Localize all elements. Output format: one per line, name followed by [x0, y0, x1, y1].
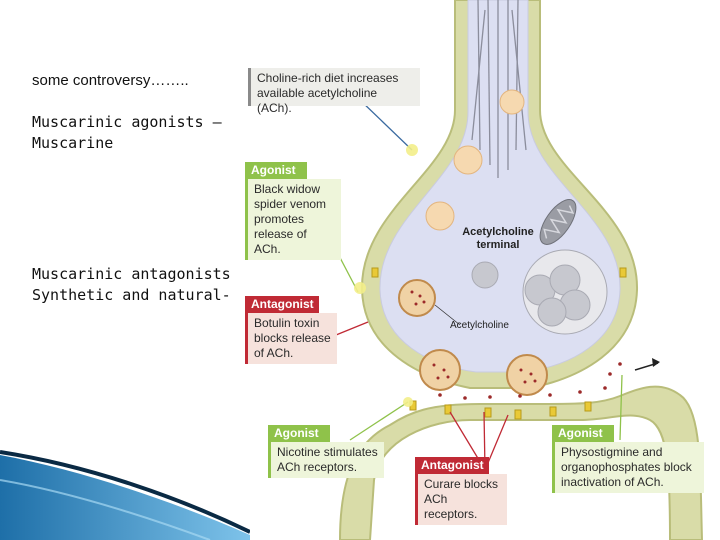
callout-line: inactivation of ACh.	[561, 475, 664, 489]
callout-black-widow: Agonist Black widow spider venom promote…	[245, 162, 341, 260]
callout-tag: Agonist	[268, 425, 330, 442]
callout-line: promotes	[254, 212, 305, 226]
diet-line-1: Choline-rich diet increases	[257, 71, 399, 85]
antagonists-line-2: Synthetic and natural-	[32, 286, 231, 304]
antagonists-line-1: Muscarinic antagonists	[32, 265, 231, 283]
diet-callout: Choline-rich diet increases available ac…	[248, 68, 420, 115]
callout-line: Curare blocks	[424, 477, 499, 491]
callout-line: of ACh.	[254, 346, 294, 360]
diet-line-2: available acetylcholine (ACh).	[257, 86, 378, 115]
callout-nicotine: Agonist Nicotine stimulates ACh receptor…	[268, 425, 384, 478]
callout-tag: Antagonist	[245, 296, 319, 313]
callout-body: Black widow spider venom promotes releas…	[245, 179, 341, 260]
mitochondrion	[539, 199, 577, 245]
callout-curare: Antagonist Curare blocks ACh receptors.	[415, 457, 507, 525]
corner-swoosh-decoration	[0, 450, 250, 540]
callout-body: Botulin toxin blocks release of ACh.	[245, 313, 337, 364]
callout-line: ACh receptors.	[424, 492, 478, 521]
callout-body: Nicotine stimulates ACh receptors.	[268, 442, 384, 478]
callout-body: Curare blocks ACh receptors.	[415, 474, 507, 525]
callout-physostigmine: Agonist Physostigmine and organophosphat…	[552, 425, 704, 493]
synapse-diagram	[335, 0, 704, 540]
agonists-line-2: Muscarine	[32, 134, 114, 152]
antagonists-text: Muscarinic antagonists Synthetic and nat…	[32, 264, 231, 306]
callout-line: Physostigmine and	[561, 445, 663, 459]
callout-botulin-toxin: Antagonist Botulin toxin blocks release …	[245, 296, 337, 364]
callout-line: spider venom	[254, 197, 327, 211]
callout-line: ACh receptors.	[277, 460, 358, 474]
callout-tag: Antagonist	[415, 457, 489, 474]
terminal-label-line-2: terminal	[476, 239, 520, 251]
terminal-label-line-1: Acetylcholine	[462, 226, 534, 238]
slide-heading: some controversy……..	[32, 72, 189, 89]
callout-tag: Agonist	[245, 162, 307, 179]
agonists-text: Muscarinic agonists – Muscarine	[32, 112, 222, 154]
acetylcholine-synapse-figure: Choline-rich diet increases available ac…	[240, 0, 720, 540]
callout-line: organophosphates block	[561, 460, 692, 474]
callout-line: Nicotine stimulates	[277, 445, 378, 459]
callout-body: Physostigmine and organophosphates block…	[552, 442, 704, 493]
callout-line: release of ACh.	[254, 227, 307, 256]
terminal-label: Acetylcholine terminal	[458, 226, 538, 252]
callout-line: blocks release	[254, 331, 331, 345]
acetylcholine-label: Acetylcholine	[450, 320, 509, 331]
callout-line: Black widow	[254, 182, 321, 196]
agonists-line-1: Muscarinic agonists –	[32, 113, 222, 131]
callout-line: Botulin toxin	[254, 316, 320, 330]
callout-tag: Agonist	[552, 425, 614, 442]
